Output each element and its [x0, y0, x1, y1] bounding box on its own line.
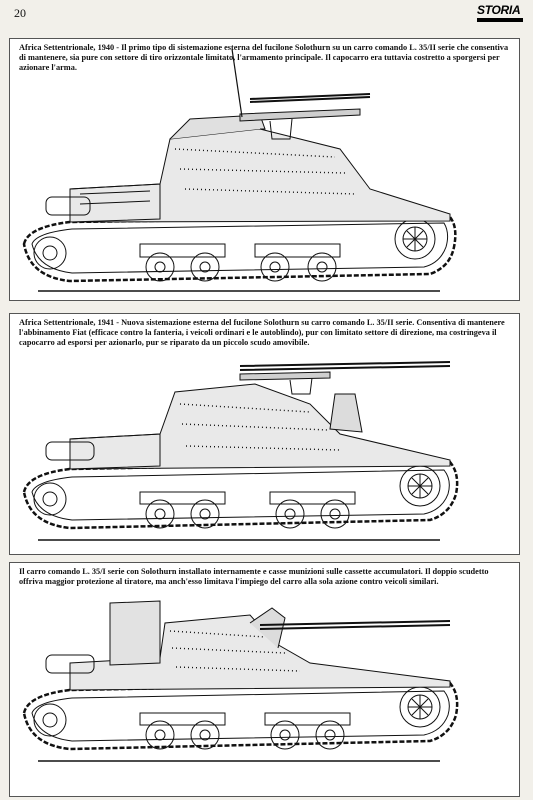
track-outline — [22, 460, 459, 530]
muffler — [45, 654, 95, 674]
solothurn-rifle — [249, 93, 371, 103]
tank-drawing-2 — [22, 361, 459, 541]
solothurn-rifle — [259, 620, 451, 630]
gun-shield — [329, 393, 363, 433]
suspension-bogies — [139, 491, 356, 505]
engine-deck — [69, 183, 161, 223]
suspension-bogies — [139, 243, 341, 258]
sprocket-wheel — [399, 686, 441, 728]
sprocket-wheel — [394, 218, 436, 260]
caption-2: Africa Settentrionale, 1941 - Nuova sist… — [19, 318, 505, 348]
ammunition-box — [109, 600, 161, 666]
solothurn-rifle — [239, 361, 451, 371]
idler-wheel — [33, 703, 67, 737]
track-inner — [31, 222, 449, 274]
machine-gun — [239, 108, 361, 122]
track-outline — [22, 681, 459, 751]
illustration-panel-3: Il carro comando L. 35/I serie con Solot… — [9, 562, 520, 797]
magazine-logo: STORIA — [477, 4, 523, 26]
page-number: 20 — [14, 6, 26, 20]
muffler — [45, 196, 91, 216]
hull — [69, 128, 451, 223]
machine-gun — [239, 371, 331, 381]
track-outline — [22, 215, 457, 283]
track-inner — [31, 690, 450, 742]
hull-rivets — [179, 403, 341, 451]
illustration-panel-2: Africa Settentrionale, 1941 - Nuova sist… — [9, 313, 520, 555]
antenna — [231, 48, 243, 118]
sprocket-wheel — [399, 465, 441, 507]
road-wheels — [145, 720, 345, 750]
hull — [69, 383, 451, 470]
illustration-panel-1: Africa Settentrionale, 1940 - Il primo t… — [9, 38, 520, 301]
gun-mount — [289, 377, 313, 395]
engine-deck — [69, 433, 161, 470]
gun-mount — [269, 118, 293, 140]
track-inner — [31, 469, 450, 521]
suspension-bogies — [139, 712, 351, 726]
caption-1: Africa Settentrionale, 1940 - Il primo t… — [19, 43, 509, 73]
logo-text: STORIA — [477, 3, 521, 17]
logo-bar — [477, 18, 523, 22]
hull-rivets — [174, 148, 356, 195]
hull-rivets — [169, 630, 301, 672]
caption-3: Il carro comando L. 35/I serie con Solot… — [19, 567, 489, 587]
road-wheels — [145, 499, 350, 529]
road-wheels — [145, 252, 337, 282]
tank-drawing-1 — [22, 48, 457, 292]
tank-drawing-3 — [22, 600, 459, 762]
idler-wheel — [33, 482, 67, 516]
idler-wheel — [33, 236, 67, 270]
